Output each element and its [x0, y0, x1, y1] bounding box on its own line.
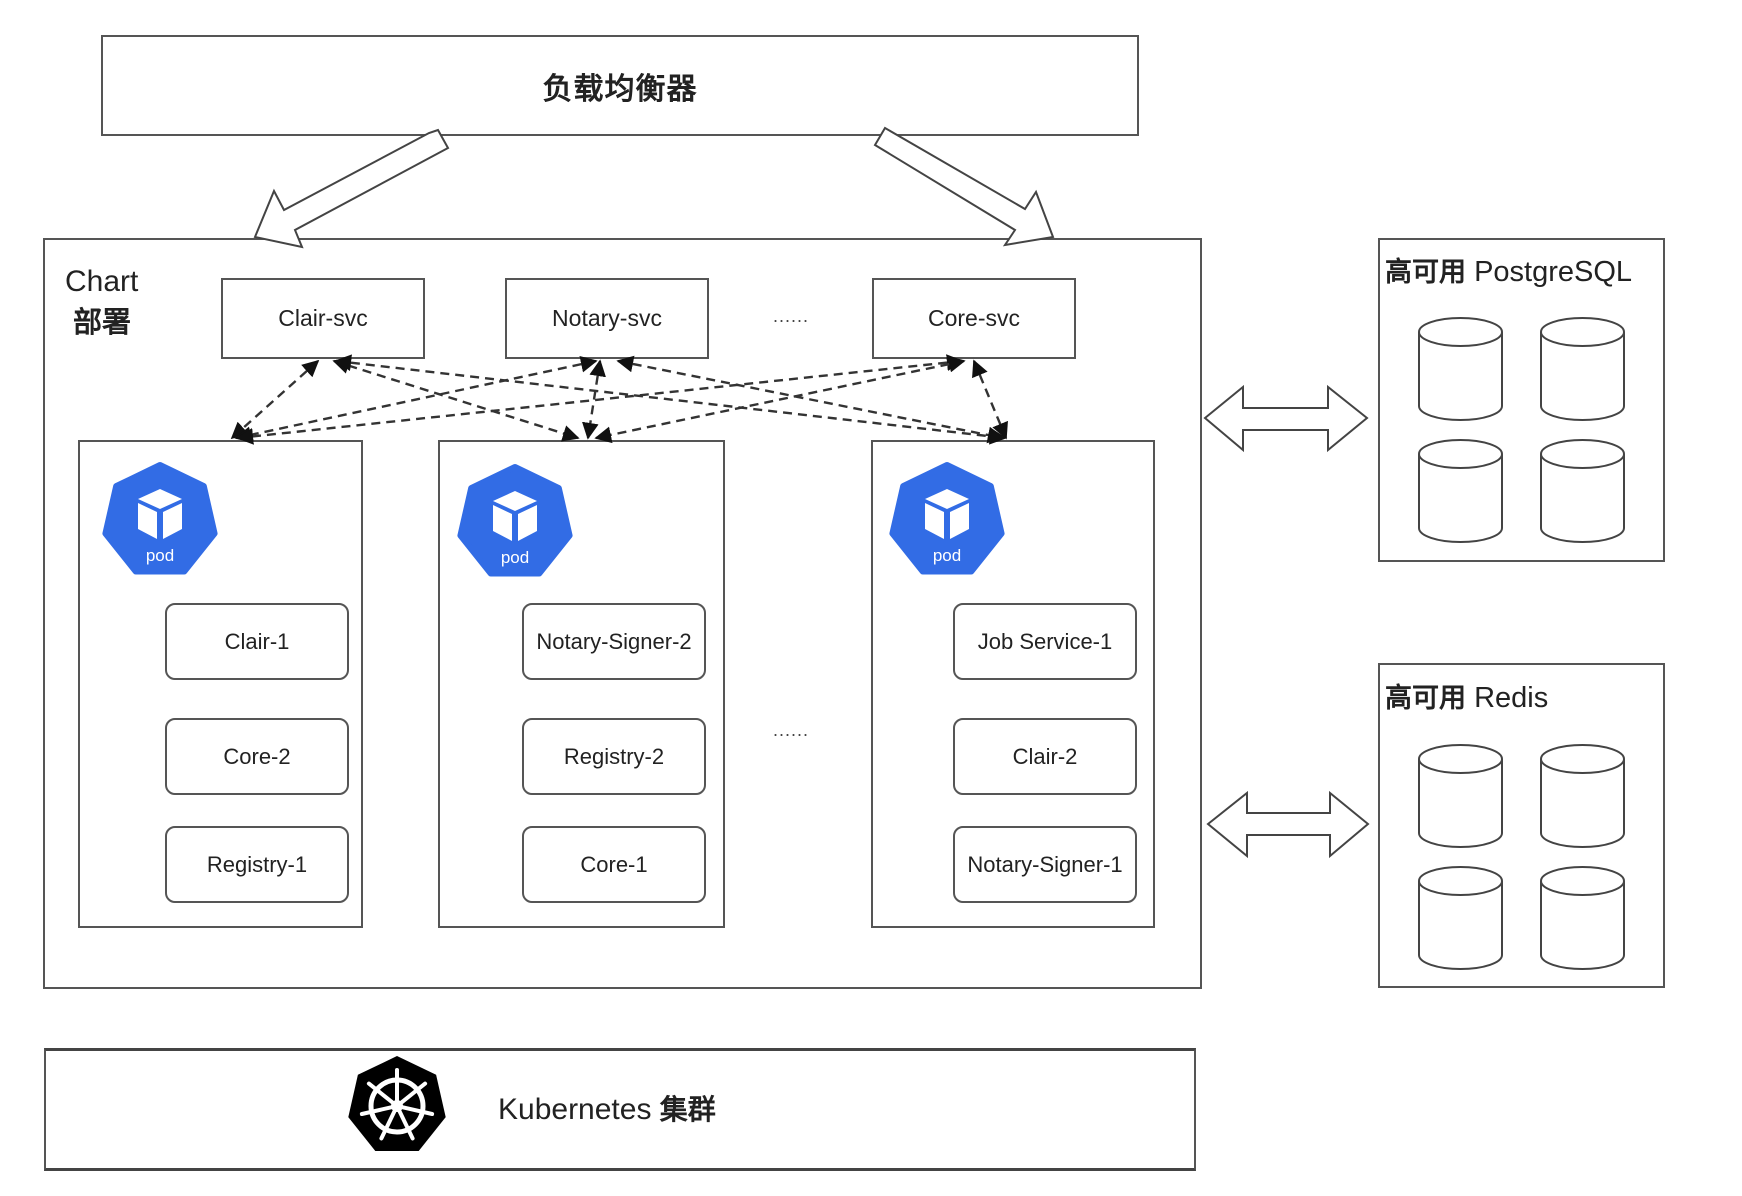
- redis-node-cylinder-icon: [1540, 866, 1625, 970]
- lb-arrow-right: [873, 126, 1055, 247]
- redis-title: 高可用 Redis: [1385, 676, 1548, 715]
- container-label: Clair-2: [1012, 743, 1078, 769]
- container-label: Core-2: [223, 743, 291, 769]
- services-ellipsis: ......: [773, 306, 810, 326]
- kubernetes-label-cn: 集群: [659, 1093, 716, 1126]
- link-core-pod3: [972, 359, 1008, 440]
- postgresql-double-arrow: [1203, 384, 1369, 453]
- link-core-pod2: [594, 355, 966, 444]
- container-label: Registry-1: [206, 851, 308, 877]
- pod-icon: pod: [102, 462, 218, 575]
- postgresql-node-cylinder-icon: [1540, 439, 1625, 543]
- service-label: Clair-svc: [278, 305, 368, 331]
- pods-ellipsis: ......: [773, 720, 810, 740]
- container-box: Notary-Signer-2: [522, 603, 706, 680]
- redis-double-arrow: [1206, 790, 1370, 859]
- link-clair-pod1: [230, 359, 320, 440]
- redis-node-cylinder-icon: [1418, 866, 1503, 970]
- service-label: Notary-svc: [552, 305, 662, 331]
- container-label: Clair-1: [224, 628, 290, 654]
- container-label: Notary-Signer-1: [967, 851, 1123, 877]
- kubernetes-cluster-box: [44, 1048, 1196, 1171]
- container-label: Job Service-1: [977, 628, 1113, 654]
- container-box: Core-1: [522, 826, 706, 903]
- chart-label-en: Chart: [65, 265, 139, 298]
- lb-arrow-left: [253, 128, 450, 249]
- redis-title-en: Redis: [1474, 682, 1549, 714]
- load-balancer-label: 负载均衡器: [542, 71, 698, 107]
- service-label: Core-svc: [927, 305, 1020, 331]
- database-cylinders: [1418, 317, 1625, 970]
- postgresql-node-cylinder-icon: [1540, 317, 1625, 421]
- container-label: Notary-Signer-2: [536, 628, 692, 654]
- chart-label-cn: 部署: [73, 305, 132, 339]
- container-label: Registry-2: [563, 743, 665, 769]
- pod-icon: pod: [889, 462, 1005, 575]
- load-balancer-box: 负载均衡器: [101, 35, 1139, 136]
- kubernetes-helm-icon: [348, 1056, 446, 1151]
- link-clair-pod2: [332, 357, 580, 442]
- container-box: Job Service-1: [953, 603, 1137, 680]
- postgresql-box: [1378, 238, 1665, 562]
- container-box: Clair-1: [165, 603, 349, 680]
- pod-icon-label: pod: [146, 546, 174, 565]
- container-box: Notary-Signer-1: [953, 826, 1137, 903]
- redis-box: [1378, 663, 1665, 988]
- container-box: Registry-2: [522, 718, 706, 795]
- redis-node-cylinder-icon: [1418, 744, 1503, 848]
- container-box: Clair-2: [953, 718, 1137, 795]
- container-label: Core-1: [580, 851, 648, 877]
- postgresql-node-cylinder-icon: [1418, 439, 1503, 543]
- postgresql-title-cn: 高可用: [1385, 257, 1466, 288]
- pod-icon-label: pod: [933, 546, 961, 565]
- postgresql-title: 高可用 PostgreSQL: [1385, 250, 1632, 289]
- service-pod-links: [230, 354, 1008, 445]
- container-box: Core-2: [165, 718, 349, 795]
- pod-icon-label: pod: [501, 548, 529, 567]
- container-box: Registry-1: [165, 826, 349, 903]
- redis-title-cn: 高可用: [1385, 683, 1466, 714]
- kubernetes-cluster-label: Kubernetes 集群: [498, 1088, 716, 1128]
- postgresql-node-cylinder-icon: [1418, 317, 1503, 421]
- postgresql-title-en: PostgreSQL: [1474, 256, 1633, 288]
- chart-deployment-label: Chart 部署: [65, 262, 138, 342]
- link-core-pod1: [236, 354, 964, 445]
- redis-node-cylinder-icon: [1540, 744, 1625, 848]
- link-notary-pod3: [616, 355, 1005, 444]
- kubernetes-label-en: Kubernetes: [498, 1093, 652, 1126]
- pod-icon: pod: [457, 464, 573, 577]
